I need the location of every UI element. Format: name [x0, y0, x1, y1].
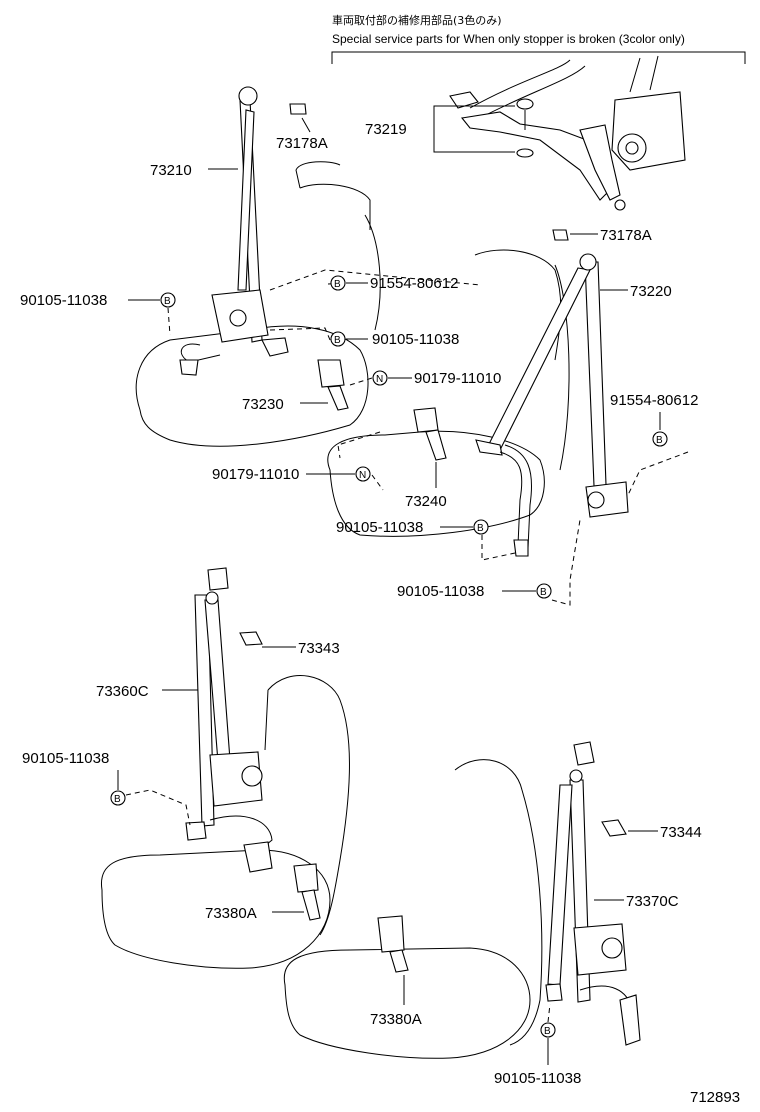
- label-73178a-top: 73178A: [276, 135, 328, 152]
- rear-left-seat-drawing: [100, 567, 350, 969]
- label-91554-80612-left: 91554-80612: [370, 275, 458, 292]
- stopper-detail-drawing: [449, 55, 686, 211]
- label-73360c: 73360C: [96, 683, 149, 700]
- label-73344: 73344: [660, 824, 702, 841]
- bolt-marker: [110, 790, 126, 806]
- bolt-marker-letter: B: [334, 335, 341, 346]
- nut-marker-letter: N: [359, 470, 366, 481]
- service-note-bracket: [331, 51, 746, 64]
- label-90105-11038-b: 90105-11038: [372, 331, 459, 348]
- label-73230: 73230: [242, 396, 284, 413]
- bolt-marker-letter: B: [334, 279, 341, 290]
- bolt-marker: [473, 519, 489, 535]
- leader-73219: [433, 105, 515, 153]
- bolt-marker-letter: B: [114, 794, 121, 805]
- bolt-marker: [160, 292, 176, 308]
- bolt-marker: [330, 331, 346, 347]
- nut-marker: [355, 466, 371, 482]
- rear-right-seat-drawing: [283, 741, 641, 1059]
- label-73380a-mid: 73380A: [370, 1011, 422, 1028]
- front-left-seat-drawing: [135, 86, 381, 447]
- service-note-en: Special service parts for When only stop…: [332, 32, 685, 46]
- bolt-marker-letter: B: [544, 1026, 551, 1037]
- label-90105-11038-d: 90105-11038: [397, 583, 484, 600]
- nut-marker-letter: N: [376, 374, 383, 385]
- front-right-seat-drawing: [327, 229, 629, 557]
- label-73220: 73220: [630, 283, 672, 300]
- bolt-marker-letter: B: [656, 435, 663, 446]
- label-73380a-left: 73380A: [205, 905, 257, 922]
- bolt-marker-letter: B: [477, 523, 484, 534]
- label-90179-11010-b: 90179-11010: [212, 466, 299, 483]
- figure-number: 712893: [690, 1089, 740, 1106]
- label-90105-11038-e: 90105-11038: [22, 750, 109, 767]
- label-73210: 73210: [150, 162, 192, 179]
- label-73240: 73240: [405, 493, 447, 510]
- leader-73178a-top: [301, 117, 311, 133]
- bolt-marker-letter: B: [164, 296, 171, 307]
- bolt-marker-letter: B: [540, 587, 547, 598]
- label-73219: 73219: [365, 121, 407, 138]
- label-91554-80612-right: 91554-80612: [610, 392, 698, 409]
- label-73178a-right: 73178A: [600, 227, 652, 244]
- bolt-marker: [330, 275, 346, 291]
- label-90105-11038-f: 90105-11038: [494, 1070, 581, 1087]
- label-73343: 73343: [298, 640, 340, 657]
- bolt-marker: [540, 1022, 556, 1038]
- label-90179-11010-a: 90179-11010: [414, 370, 501, 387]
- nut-marker: [372, 370, 388, 386]
- label-73370c: 73370C: [626, 893, 679, 910]
- bolt-marker: [652, 431, 668, 447]
- bolt-marker: [536, 583, 552, 599]
- label-90105-11038-a: 90105-11038: [20, 292, 107, 309]
- label-90105-11038-c: 90105-11038: [336, 519, 423, 536]
- service-note-jp: 車両取付部の補修用部品(3色のみ): [332, 13, 502, 27]
